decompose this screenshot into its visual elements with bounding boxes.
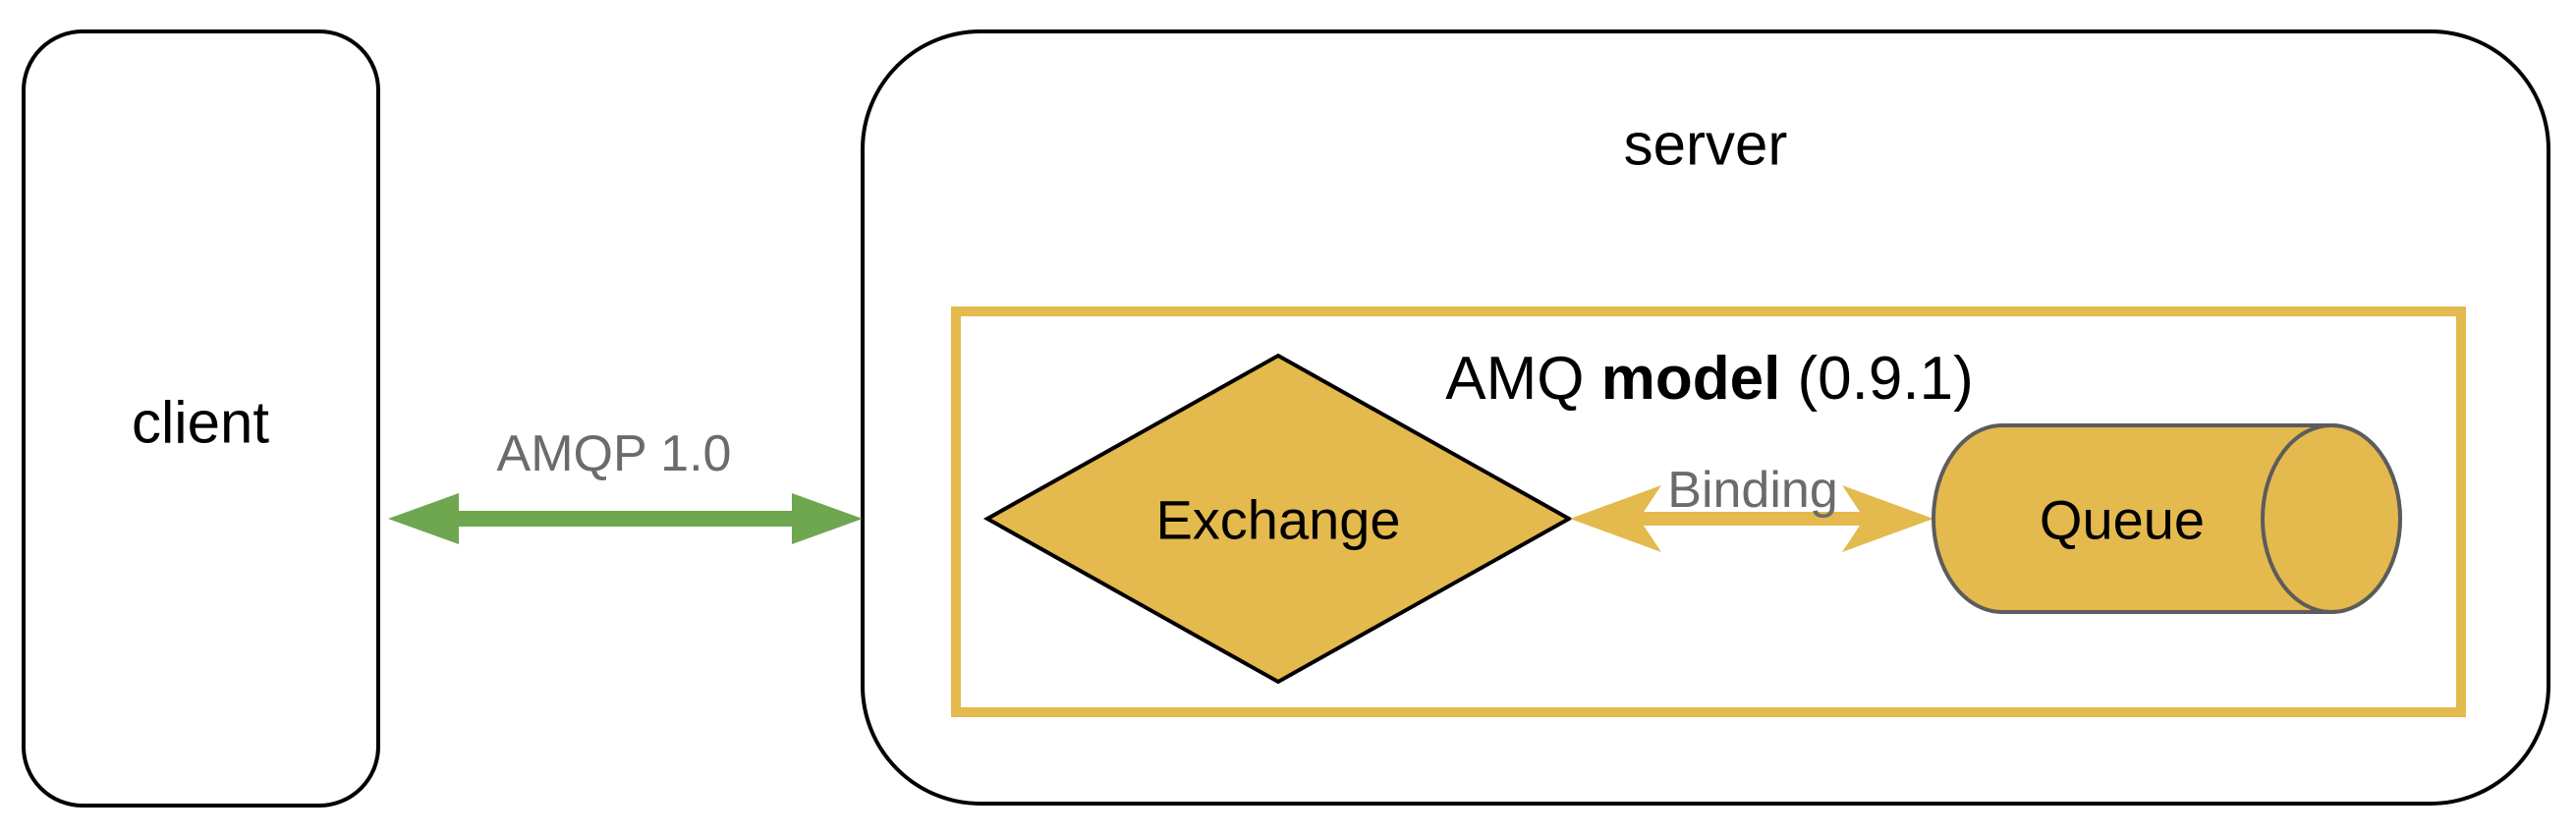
amq-model-label: AMQ model (0.9.1)	[1445, 345, 1973, 413]
binding-arrow-icon	[1570, 485, 1933, 552]
client-label: client	[132, 390, 269, 456]
exchange-diamond	[982, 353, 1574, 685]
binding-label: Binding	[1667, 462, 1837, 519]
amq-model-label-prefix: AMQ	[1445, 345, 1600, 413]
client-box	[22, 29, 380, 808]
amqp-link-label: AMQP 1.0	[497, 425, 732, 482]
amq-model-label-suffix: (0.9.1)	[1780, 345, 1973, 413]
amqp-link-arrow-icon	[388, 493, 863, 544]
queue-cylinder-cap	[2261, 423, 2402, 614]
queue-label: Queue	[2040, 489, 2205, 551]
amq-model-box	[951, 307, 2466, 717]
amq-model-label-bold: model	[1601, 345, 1781, 413]
server-label: server	[1624, 112, 1788, 178]
queue-cylinder	[1932, 423, 2402, 614]
exchange-label: Exchange	[1155, 489, 1400, 551]
